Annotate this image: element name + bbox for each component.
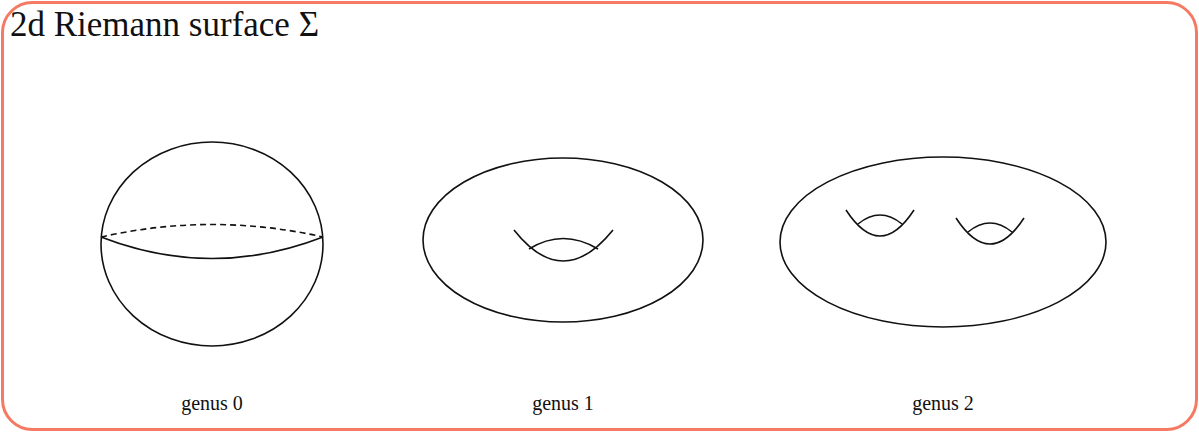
genus-label: genus 1 xyxy=(532,391,594,415)
genus2-hole1-upper xyxy=(858,215,902,224)
genus2-hole2-upper xyxy=(968,223,1012,232)
sphere-equator-front xyxy=(101,237,323,259)
genus2-outline xyxy=(780,157,1106,327)
torus-outline xyxy=(423,158,703,322)
genus2-hole1-lower xyxy=(846,210,914,236)
genus2-hole2-lower xyxy=(956,218,1024,244)
sphere-outline xyxy=(101,142,323,346)
sphere-equator-back xyxy=(101,225,323,238)
genus-label: genus 2 xyxy=(912,391,974,415)
torus-hole-upper xyxy=(529,239,598,250)
genus-label: genus 0 xyxy=(181,391,243,415)
frame xyxy=(3,3,1197,430)
torus-hole-lower xyxy=(514,230,613,261)
title: 2d Riemann surface Σ xyxy=(10,6,319,45)
